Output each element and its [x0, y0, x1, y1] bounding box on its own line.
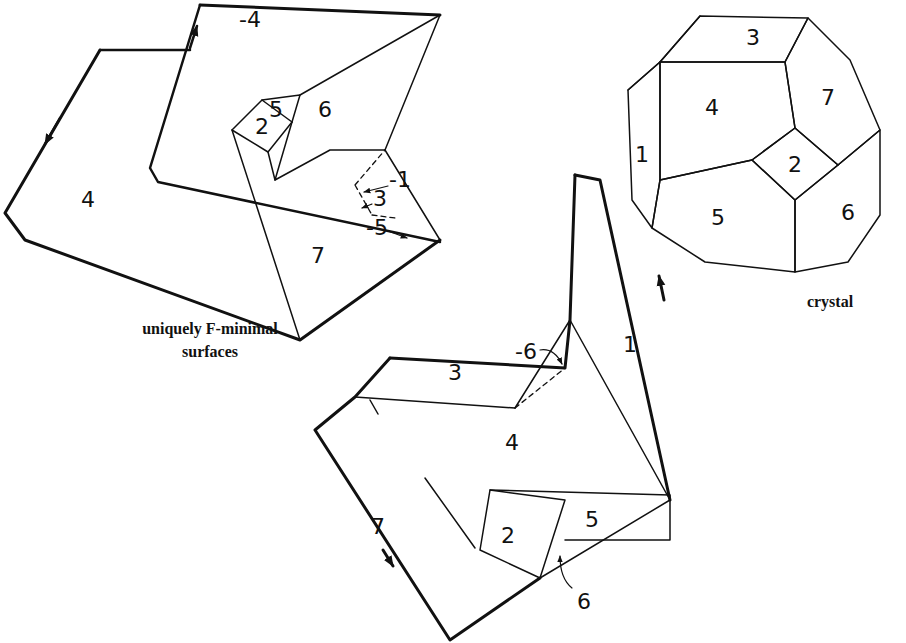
- face-number: 7: [371, 516, 385, 538]
- face-number: 7: [821, 87, 835, 109]
- face-number: 5: [711, 207, 725, 229]
- bottom-surface: [315, 175, 670, 640]
- face-number: -6: [515, 341, 537, 363]
- crystal-drawing: [628, 16, 880, 272]
- face-number: 7: [311, 245, 325, 267]
- face-number: 3: [448, 362, 462, 384]
- face-number: 3: [373, 188, 387, 210]
- face-number: 6: [577, 591, 591, 613]
- face-number: 3: [746, 27, 760, 49]
- face-number: 2: [788, 154, 802, 176]
- figure-caption: crystal: [775, 290, 885, 313]
- face-number: 1: [623, 334, 637, 356]
- face-number: 2: [501, 525, 515, 547]
- face-number: -1: [389, 169, 411, 191]
- left-surface: [5, 5, 440, 340]
- face-number: 4: [505, 432, 519, 454]
- face-number: 5: [269, 99, 283, 121]
- face-number: 5: [585, 509, 599, 531]
- face-number: 2: [255, 116, 269, 138]
- face-number: -5: [366, 217, 388, 239]
- face-number: 4: [81, 189, 95, 211]
- face-number: 4: [705, 97, 719, 119]
- figure-caption: uniquely F-minimal surfaces: [130, 317, 290, 363]
- face-number: 6: [318, 99, 332, 121]
- face-number: -4: [239, 9, 261, 31]
- face-number: 1: [635, 144, 649, 166]
- face-number: 6: [841, 202, 855, 224]
